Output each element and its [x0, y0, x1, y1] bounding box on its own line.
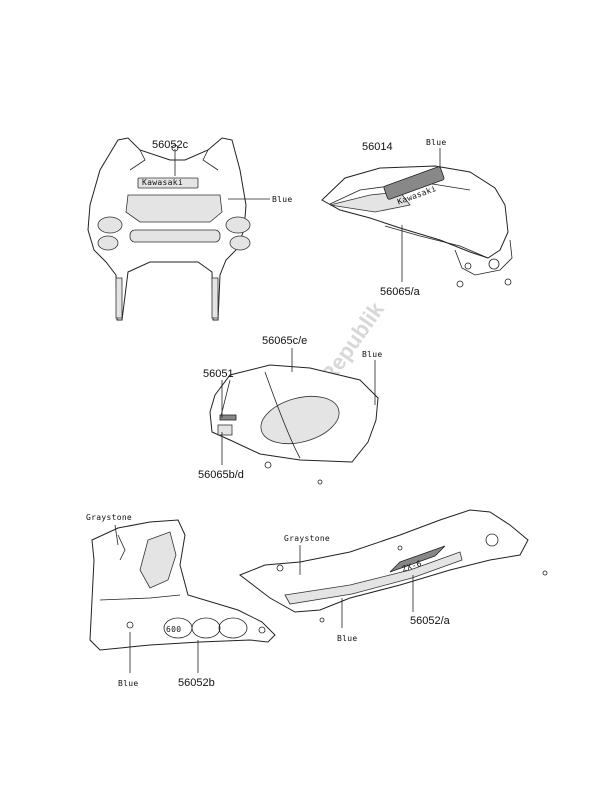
- cowl-color-label: Blue: [272, 195, 292, 204]
- tail-cover-shape[interactable]: [238, 509, 529, 613]
- tail-cover-color-top: Graystone: [284, 534, 330, 543]
- side-cover-window: [260, 395, 340, 445]
- lower-fairing-vent: [139, 531, 177, 589]
- windscreen-area: [125, 194, 223, 223]
- tail-cover-stripe: [284, 551, 463, 605]
- cowl-emblem: Kawasaki: [142, 178, 183, 187]
- cowl-part-number: 56052c: [152, 139, 189, 151]
- side-cover-top-part: 56065c/e: [262, 335, 307, 347]
- tail-cover-part-number: 56052/a: [410, 615, 451, 627]
- upper-cowl-group: Kawasaki 56052c Blue: [87, 137, 292, 321]
- side-cover-bottom-part: 56065b/d: [198, 469, 244, 481]
- side-cover-group: 56065c/e Blue 56051 56065b/d: [198, 335, 382, 485]
- lower-fairing-part-number: 56052b: [178, 677, 215, 689]
- lower-fairing-emblem: 600: [166, 625, 181, 634]
- tail-cover-group: ZX-6 Graystone Blue 56052/a: [238, 509, 548, 643]
- tail-cover-color-bottom: Blue: [337, 634, 357, 643]
- lower-fairing-shape[interactable]: [89, 519, 276, 651]
- tank-sub-part-number: 56065/a: [380, 286, 421, 298]
- lower-fairing-color-top: Graystone: [86, 513, 132, 522]
- lower-fairing-color-bottom: Blue: [118, 679, 138, 688]
- tank-part-number: 56014: [362, 141, 393, 153]
- upper-cowl-shape[interactable]: [87, 137, 247, 321]
- tank-color-label: Blue: [426, 138, 446, 147]
- side-cover-part-number: 56051: [203, 368, 234, 380]
- side-cover-color-label: Blue: [362, 350, 382, 359]
- lower-fairing-group: 600 Graystone Blue 56052b: [86, 513, 276, 689]
- fuel-tank-group: Kawasaki 56014 Blue 56065/a: [321, 138, 513, 298]
